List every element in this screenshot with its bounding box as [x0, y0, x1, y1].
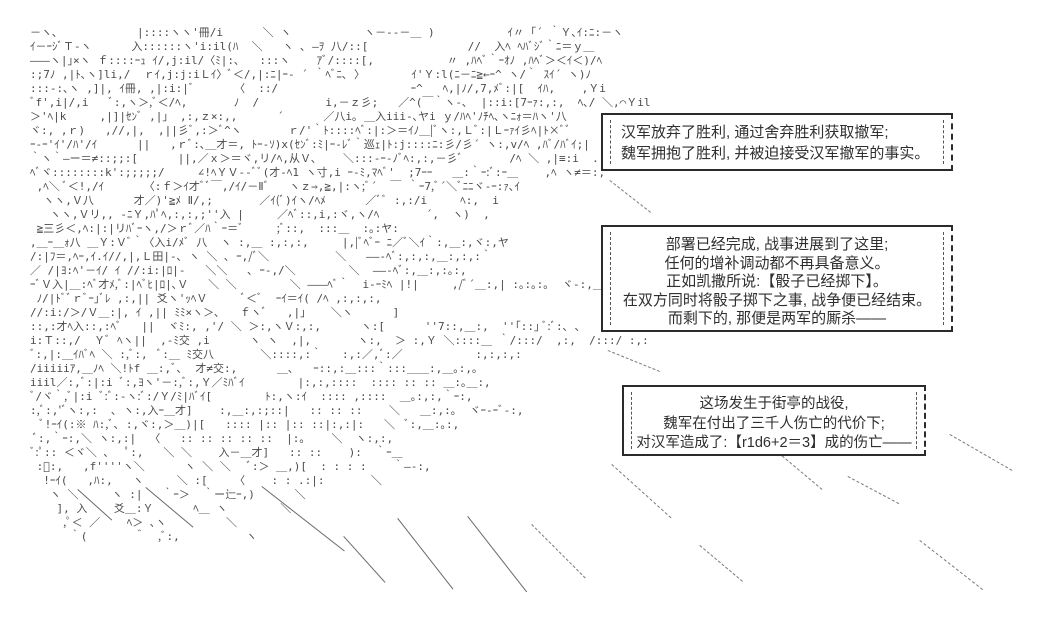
- ascii-art: －ヽ､ |::::ヽヽ'冊/i ＼ ヽ ヽ－--－＿ ) ｲ〃 ｢´ ｀Ｙ､ｲ:…: [30, 26, 651, 543]
- narration-line: 魏军在付出了三千人伤亡的代价下;: [663, 415, 885, 432]
- diagonal-stroke: [919, 540, 984, 591]
- narration-line: 魏军拥抱了胜利, 并被迫接受汉军撤军的事实。: [621, 145, 930, 162]
- narration-line: 正如凯撒所说:【骰子已经掷下】。: [666, 273, 888, 290]
- diagonal-stroke: [699, 545, 743, 582]
- narration-line: 在双方同时将骰子掷下之事, 战争便已经结束。: [622, 291, 932, 309]
- narration-line: 对汉军造成了:【r1d6+2＝3】成的伤亡——: [636, 435, 912, 451]
- narration-box-2: 部署已经完成, 战事进展到了这里; 任何的增补调动都不再具备意义。 正如凯撒所说…: [601, 225, 953, 332]
- narration-box-3: 这场发生于街亭的战役, 魏军在付出了三千人伤亡的代价下; 对汉军造成了:【r1d…: [622, 385, 926, 456]
- narration-line: 部署已经完成, 战事进展到了这里;: [665, 236, 889, 253]
- diagonal-stroke: [949, 434, 1013, 471]
- narration-box-1: 汉军放弃了胜利, 通过舍弃胜利获取撤军; 魏军拥抱了胜利, 并被迫接受汉军撤军的…: [601, 113, 953, 171]
- narration-line: 这场发生于街亭的战役,: [699, 396, 849, 412]
- narration-line: 而剩下的, 那便是两军的厮杀——: [667, 310, 887, 327]
- narration-line: 任何的增补调动都不再具备意义。: [664, 254, 890, 272]
- narration-line: 汉军放弃了胜利, 通过舍弃胜利获取撤军;: [621, 124, 889, 141]
- diagonal-stroke: [847, 476, 900, 505]
